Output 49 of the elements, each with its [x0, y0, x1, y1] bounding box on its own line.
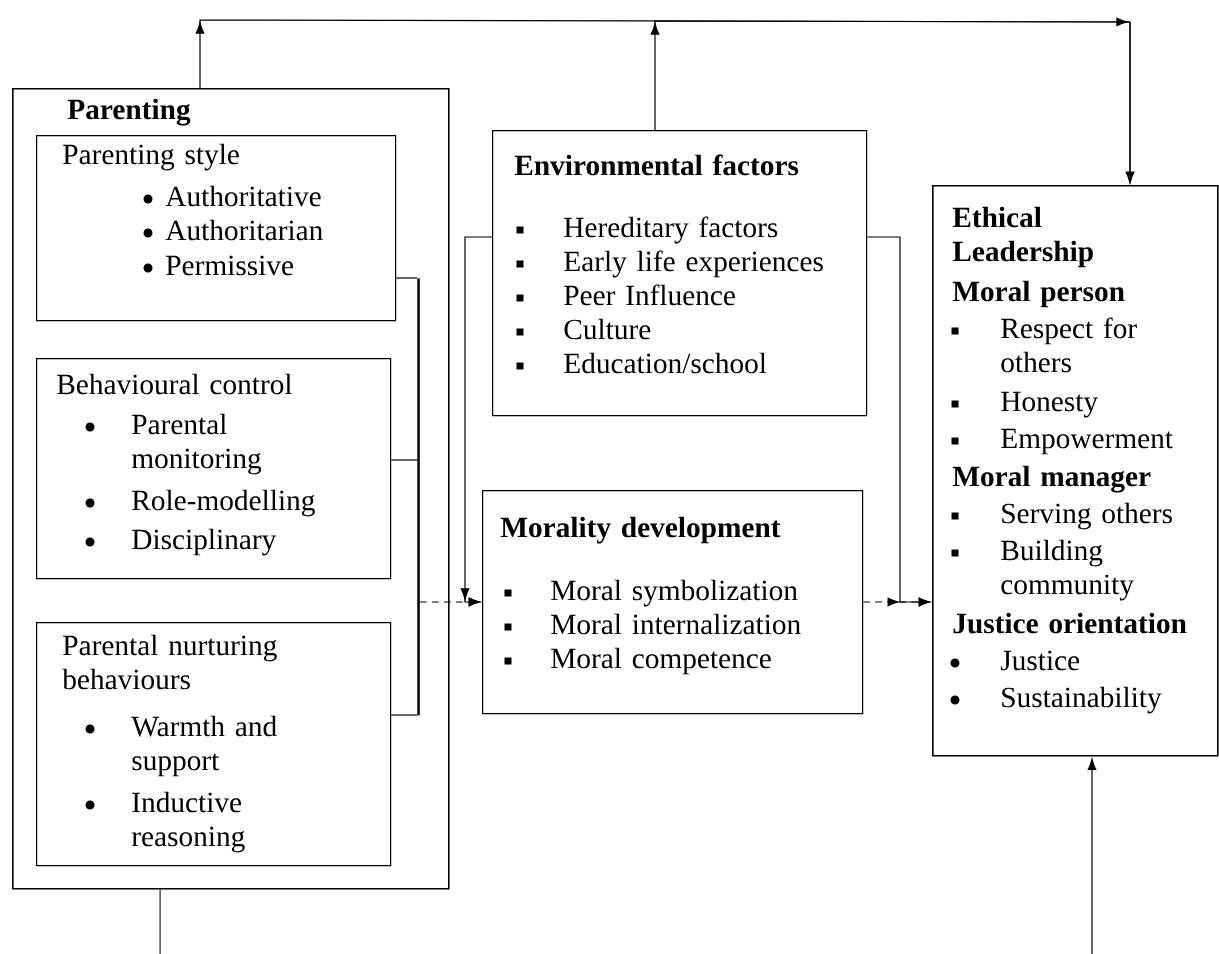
box-heading: Justice orientation: [953, 612, 1187, 634]
box-heading: Environmental factors: [514, 154, 799, 176]
category-box: [36, 135, 397, 322]
category-box: [482, 490, 864, 715]
category-box: [492, 130, 868, 417]
box-heading: Parenting: [67, 98, 191, 126]
arrow: [1087, 758, 1097, 954]
list-item: Moral symbolization: [551, 579, 798, 607]
box-heading: Moral manager: [952, 465, 1151, 493]
list-item: Moral competence: [551, 647, 771, 675]
arrow: [650, 20, 1135, 183]
box-heading: Parenting style: [63, 143, 239, 171]
list-item: Culture: [564, 318, 651, 340]
list-item: Peer Influence: [564, 284, 735, 306]
box-heading: Moral person: [952, 280, 1125, 308]
arrow: [460, 236, 493, 607]
connector-line: [395, 277, 418, 279]
bracket-bar: [417, 278, 420, 716]
list-item: Disciplinary: [132, 528, 277, 556]
connector-line: [390, 714, 418, 716]
list-item: Building community: [1001, 539, 1134, 601]
list-item: Sustainability: [1002, 686, 1162, 714]
connector-line: [390, 459, 418, 461]
list-item: Permissive: [166, 255, 293, 276]
box-heading: Behavioural control: [57, 373, 292, 395]
category-box: [36, 358, 392, 580]
category-box: [36, 622, 392, 867]
list-item: Inductive reasoning: [131, 791, 245, 853]
list-item: Serving others: [1002, 502, 1172, 530]
connector-line: [159, 889, 161, 954]
list-item: Warmth and support: [131, 715, 277, 777]
list-item: Parental monitoring: [131, 413, 262, 475]
list-item: Honesty: [1001, 391, 1098, 418]
list-item: Empowerment: [1001, 428, 1173, 455]
list-item: Justice: [1000, 650, 1080, 671]
list-item: Hereditary factors: [564, 216, 778, 244]
box-heading: Parental nurturing behaviours: [62, 634, 277, 690]
arrow: [862, 597, 930, 607]
list-item: Respect for others: [1001, 317, 1137, 373]
list-item: Education/school: [564, 352, 767, 374]
box-heading: Morality development: [500, 516, 781, 544]
list-item: Moral internalization: [551, 613, 801, 635]
list-item: Authoritative: [165, 185, 321, 207]
category-box: [932, 185, 1219, 757]
list-item: Role-modelling: [132, 489, 315, 517]
group-box: [12, 88, 450, 890]
box-heading: Ethical Leadership: [952, 206, 1093, 268]
list-item: Authoritarian: [165, 219, 323, 241]
list-item: Early life experiences: [564, 250, 823, 278]
